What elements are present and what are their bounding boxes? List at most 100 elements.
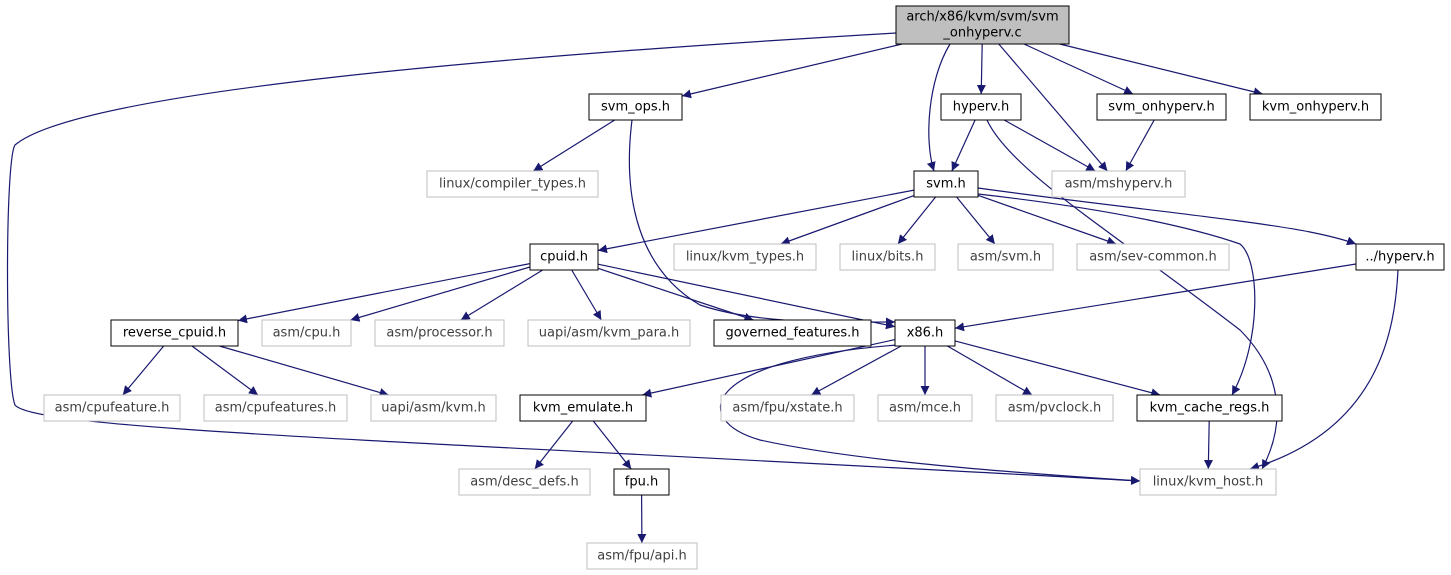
node-box — [43, 394, 181, 422]
node-cpufeatures: asm/cpufeatures.h — [203, 394, 348, 422]
edge-cpuid-to-x86 — [597, 263, 896, 330]
edge-root-to-mshyperv — [998, 43, 1108, 172]
node-label: asm/fpu/xstate.h — [732, 401, 842, 416]
node-label: x86.h — [907, 326, 944, 341]
node-label: fpu.h — [625, 475, 658, 490]
node-label: reverse_cpuid.h — [123, 326, 226, 341]
node-label: cpuid.h — [540, 250, 588, 265]
node-bits: linux/bits.h — [839, 243, 936, 271]
node-label: svm_onhyperv.h — [1108, 100, 1214, 115]
edge-x86-to-pvclock — [947, 345, 1033, 396]
node-hyperv2[interactable]: ../hyperv.h — [1355, 243, 1445, 271]
node-fpu-api: asm/fpu/api.h — [586, 542, 698, 570]
node-kvm-onhyperv[interactable]: kvm_onhyperv.h — [1249, 93, 1382, 121]
node-box — [613, 468, 670, 496]
edge-hyperv-to-svm — [951, 119, 976, 172]
node-governed[interactable]: governed_features.h — [713, 319, 872, 347]
edge-root-to-hyperv — [976, 43, 986, 95]
node-label: _onhyperv.c — [942, 26, 1021, 41]
edge-svm-to-hyperv2 — [977, 187, 1357, 246]
node-box — [527, 319, 691, 347]
node-mce: asm/mce.h — [877, 394, 973, 422]
node-fpu[interactable]: fpu.h — [613, 468, 670, 496]
edge-root-to-svm — [926, 43, 951, 172]
edge-svm-to-kvm_cache_regs — [977, 193, 1256, 396]
edge-svm-to-asm_svm — [956, 196, 996, 245]
node-kvm-cache-regs[interactable]: kvm_cache_regs.h — [1136, 394, 1283, 422]
node-asm-svm: asm/svm.h — [957, 243, 1054, 271]
edge-kvm_emulate-to-fpu — [592, 420, 632, 470]
node-label: asm/cpufeatures.h — [215, 401, 337, 416]
node-x86[interactable]: x86.h — [894, 319, 956, 347]
node-desc-defs: asm/desc_defs.h — [458, 468, 591, 496]
node-label: asm/mce.h — [889, 401, 961, 416]
edge-root-to-kvm_onhyperv — [1059, 43, 1263, 97]
node-svm-onhyperv[interactable]: svm_onhyperv.h — [1096, 93, 1227, 121]
node-root[interactable]: arch/x86/kvm/svm/svm_onhyperv.c — [895, 5, 1070, 45]
node-label: linux/kvm_types.h — [686, 250, 804, 265]
node-label: asm/fpu/api.h — [597, 549, 686, 564]
node-label: arch/x86/kvm/svm/svm — [906, 10, 1058, 25]
node-reverse-cpuid[interactable]: reverse_cpuid.h — [110, 319, 239, 347]
edge-cpuid-to-kvm_para — [571, 269, 602, 321]
node-box — [1076, 243, 1230, 271]
node-box — [529, 243, 599, 271]
node-box — [1139, 468, 1277, 496]
node-label: svm_ops.h — [601, 100, 670, 115]
node-box — [370, 394, 497, 422]
edge-root-to-svm_ops — [681, 43, 903, 99]
node-svm[interactable]: svm.h — [913, 170, 979, 198]
node-label: asm/sev-common.h — [1089, 250, 1217, 265]
edge-x86-to-kvm_host — [719, 344, 1141, 485]
node-label: asm/processor.h — [386, 326, 492, 341]
node-label: asm/cpufeature.h — [55, 401, 170, 416]
node-hyperv[interactable]: hyperv.h — [940, 93, 1022, 121]
node-label: linux/kvm_host.h — [1153, 475, 1264, 490]
edge-svm_ops-to-compiler_types — [532, 119, 616, 172]
node-svm-ops[interactable]: svm_ops.h — [588, 93, 683, 121]
node-box — [673, 243, 817, 271]
edge-hyperv2-to-x86 — [954, 263, 1357, 332]
node-label: asm/cpu.h — [273, 326, 341, 341]
node-label: linux/bits.h — [852, 250, 924, 265]
node-cpufeature: asm/cpufeature.h — [43, 394, 181, 422]
edge-kvm_cache_regs-to-kvm_host — [1203, 420, 1213, 470]
node-box — [839, 243, 936, 271]
node-box — [586, 542, 698, 570]
node-label: ../hyperv.h — [1365, 250, 1434, 265]
edge-hyperv2-to-kvm_host — [1249, 269, 1399, 471]
node-box — [519, 394, 647, 422]
node-box — [1249, 93, 1382, 121]
node-cpuid[interactable]: cpuid.h — [529, 243, 599, 271]
node-label: asm/desc_defs.h — [470, 475, 578, 490]
node-box — [895, 5, 1070, 45]
node-pvclock: asm/pvclock.h — [995, 394, 1114, 422]
node-box — [713, 319, 872, 347]
node-label: kvm_emulate.h — [533, 401, 633, 416]
edge-hyperv-to-mshyperv — [1003, 119, 1096, 172]
node-label: kvm_cache_regs.h — [1150, 401, 1270, 416]
edge-cpuid-to-asm_processor — [460, 269, 544, 321]
edge-cpuid-to-asm_cpu — [350, 266, 531, 322]
node-asm-processor: asm/processor.h — [374, 319, 505, 347]
node-box — [940, 93, 1022, 121]
node-label: linux/compiler_types.h — [439, 177, 586, 192]
edge-svm-to-sev_common — [977, 194, 1117, 246]
node-kvm-emulate[interactable]: kvm_emulate.h — [519, 394, 647, 422]
node-box — [877, 394, 973, 422]
edge-cpuid-to-reverse_cpuid — [237, 263, 531, 324]
node-label: kvm_onhyperv.h — [1262, 100, 1369, 115]
edge-cpuid-to-governed — [597, 267, 754, 322]
node-sev-common: asm/sev-common.h — [1076, 243, 1230, 271]
edge-root-to-svm_onhyperv — [1023, 43, 1134, 95]
node-label: asm/mshyperv.h — [1065, 177, 1173, 192]
edge-svm-to-cpuid — [597, 189, 915, 254]
node-box — [894, 319, 956, 347]
node-box — [1096, 93, 1227, 121]
edge-root-to-kvm_host — [6, 32, 1141, 485]
node-label: asm/svm.h — [970, 250, 1041, 265]
edge-x86-to-kvm_cache_regs — [954, 340, 1161, 398]
edge-reverse_cpuid-to-cpufeatures — [191, 345, 259, 396]
node-box — [458, 468, 591, 496]
edge-reverse_cpuid-to-uapi_kvm — [219, 345, 389, 397]
